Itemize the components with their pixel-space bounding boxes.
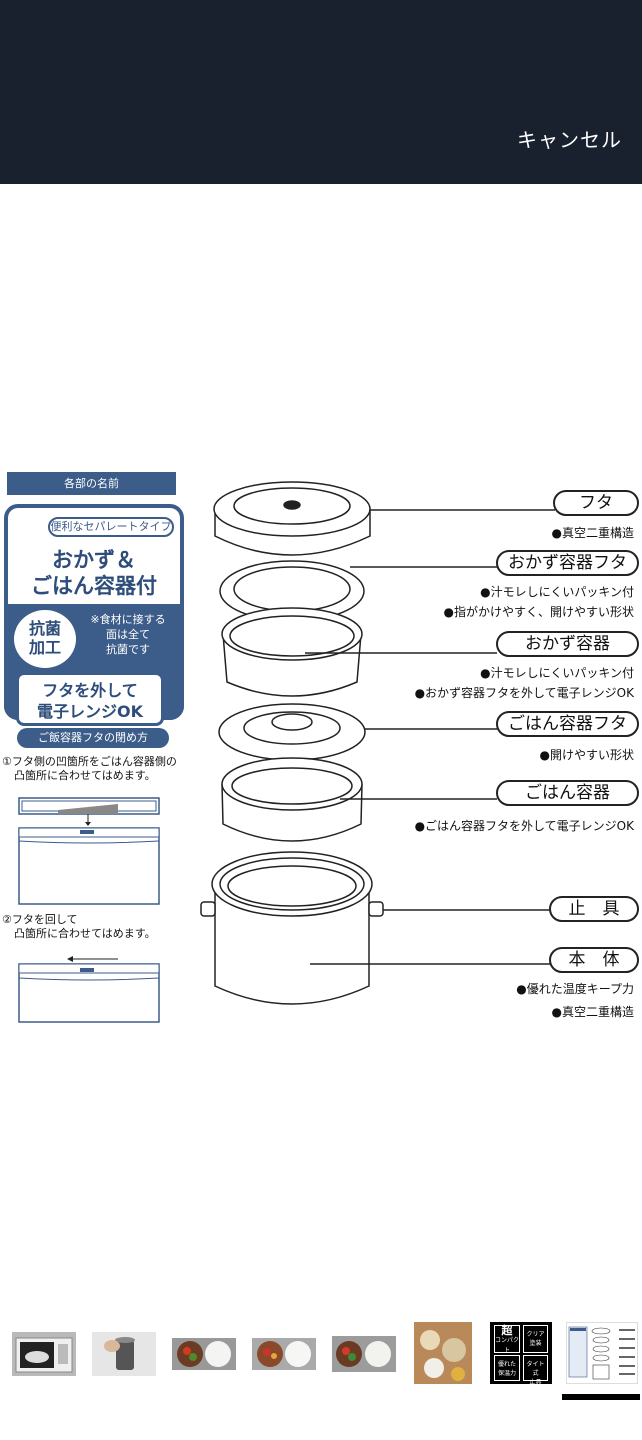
step-2-diagram	[18, 956, 160, 1023]
part-label-side-dish-lid: おかず容器フタ	[496, 550, 639, 576]
closing-method-title: ご飯容器フタの閉め方	[17, 728, 169, 748]
cancel-button[interactable]: キャンセル	[517, 128, 622, 152]
thumbnail-8-selected[interactable]	[566, 1322, 638, 1384]
microwave-photo-icon	[12, 1332, 76, 1376]
step-1-diagram	[18, 797, 160, 905]
part-feature: ●ごはん容器フタを外して電子レンジOK	[414, 819, 634, 833]
hand-holding-jar-icon	[92, 1332, 156, 1376]
part-feature: ●真空二重構造	[551, 1005, 634, 1019]
headline-line-1: おかず＆	[52, 548, 136, 572]
top-bar: キャンセル	[0, 0, 642, 184]
step-1-text: ①フタ側の凹箇所をごはん容器側の 凸箇所に合わせてはめます。	[2, 755, 177, 782]
container-exploded-illustration	[200, 481, 555, 1005]
part-feature: ●開けやすい形状	[539, 748, 634, 762]
thumbnail-4[interactable]	[252, 1338, 316, 1370]
part-feature: ●真空二重構造	[551, 526, 634, 540]
food-bowls-icon	[332, 1336, 396, 1372]
part-label-lid: フタ	[553, 490, 639, 516]
step-2-text: ②フタを回して 凸箇所に合わせてはめます。	[2, 913, 156, 940]
thumbnail-7[interactable]: 超 コンパクト クリア 塗装 優れた 保温力 タイト式 止具	[490, 1322, 552, 1384]
part-label-rice-container: ごはん容器	[496, 780, 639, 806]
thumbnail-3[interactable]	[172, 1338, 236, 1370]
part-feature: ●汁モレしにくいパッキン付	[480, 666, 634, 680]
food-bowls-icon	[252, 1338, 316, 1370]
part-feature: ●指がかけやすく、開けやすい形状	[443, 605, 634, 619]
product-parts-figure: 各部の名前 便利なセパレートタイプ おかず＆ ごはん容器付 抗菌 加工 ※食材に…	[0, 466, 642, 1031]
part-feature: ●優れた温度キープ力	[516, 982, 634, 996]
thumbnail-2[interactable]	[92, 1332, 156, 1376]
microwave-ok-box: フタを外して 電子レンジOK	[16, 672, 164, 726]
headline-line-2: ごはん容器付	[31, 574, 157, 598]
separate-type-badge: 便利なセパレートタイプ	[48, 517, 174, 537]
table-setting-photo-icon	[414, 1322, 472, 1384]
thumbnail-5[interactable]	[332, 1336, 396, 1372]
part-label-clasp: 止 具	[549, 896, 639, 922]
antibacterial-badge: 抗菌 加工	[14, 610, 76, 668]
part-label-body: 本 体	[549, 947, 639, 973]
thumbnail-1[interactable]	[12, 1332, 76, 1376]
thumbnail-6[interactable]	[414, 1322, 472, 1384]
part-label-rice-lid: ごはん容器フタ	[496, 711, 639, 737]
section-title: 各部の名前	[7, 472, 176, 495]
parts-diagram-thumbnail-icon	[568, 1326, 635, 1380]
part-feature: ●おかず容器フタを外して電子レンジOK	[414, 686, 634, 700]
selected-thumbnail-indicator	[562, 1394, 640, 1400]
antibacterial-note: ※食材に接する 面は全て 抗菌です	[90, 613, 166, 656]
part-feature: ●汁モレしにくいパッキン付	[480, 585, 634, 599]
part-label-side-dish-container: おかず容器	[496, 631, 639, 657]
food-bowls-icon	[172, 1338, 236, 1370]
